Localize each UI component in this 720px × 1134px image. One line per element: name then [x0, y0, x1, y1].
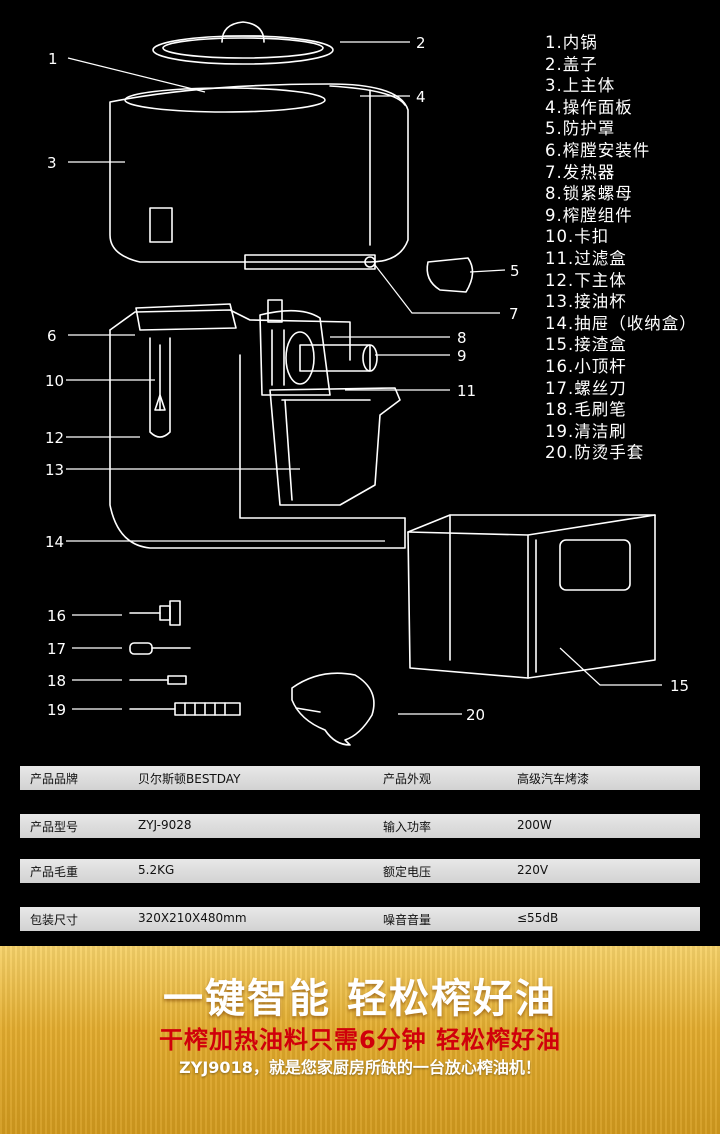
part-item: 15.接渣盒 [545, 335, 627, 355]
spec-row: 包装尺寸 320X210X480mm 噪音音量 ≤55dB [20, 907, 700, 931]
part-item: 6.榨膛安装件 [545, 140, 651, 160]
spec-label: 包装尺寸 [30, 913, 79, 927]
banner-subheadline: 干榨加热油料只需6分钟 轻松榨好油 [158, 1026, 562, 1054]
residue-box-drawing [407, 514, 656, 679]
spec-label: 产品毛重 [30, 865, 79, 879]
spec-value: 220V [517, 863, 549, 877]
callout-17: 17 [47, 640, 66, 658]
spec-value: 5.2KG [138, 863, 175, 877]
spec-label: 额定电压 [383, 865, 432, 879]
callout-16: 16 [47, 607, 66, 625]
screwdriver-drawing [129, 642, 191, 655]
spec-value: 高级汽车烤漆 [517, 772, 590, 786]
promo-banner: 一键智能 轻松榨好油 干榨加热油料只需6分钟 轻松榨好油 ZYJ9018，就是您… [0, 946, 720, 1134]
callout-12: 12 [45, 429, 64, 447]
spec-value: ZYJ-9028 [138, 818, 192, 832]
lid-drawing [152, 21, 334, 65]
part-item: 10.卡扣 [545, 227, 610, 247]
brush-pen-drawing [129, 675, 187, 685]
part-item: 11.过滤盒 [545, 248, 627, 268]
spec-table: 产品品牌 贝尔斯顿BESTDAY 产品外观 高级汽车烤漆 产品型号 ZYJ-90… [0, 760, 720, 945]
spec-label: 输入功率 [383, 820, 432, 834]
spec-value: ≤55dB [517, 911, 559, 925]
callout-13: 13 [45, 461, 64, 479]
part-item: 1.内锅 [545, 33, 598, 52]
spec-label: 噪音音量 [383, 913, 432, 927]
parts-list: 1.内锅 2.盖子 3.上主体 4.操作面板 5.防护罩 6.榨膛安装件 7.发… [545, 32, 697, 464]
auger-chamber-drawing [259, 299, 378, 396]
cleaning-brush-drawing [129, 702, 241, 716]
callout-19: 19 [47, 701, 66, 719]
callout-8: 8 [457, 329, 467, 347]
lower-body-drawing [109, 303, 406, 549]
callout-14: 14 [45, 533, 64, 551]
callout-4: 4 [416, 88, 426, 106]
spec-label: 产品品牌 [30, 772, 79, 786]
part-item: 5.防护罩 [545, 119, 616, 139]
glove-drawing [291, 672, 375, 746]
callout-10: 10 [45, 372, 64, 390]
callout-6: 6 [47, 327, 57, 345]
filter-cup-drawing [269, 387, 401, 506]
part-item: 3.上主体 [545, 76, 616, 96]
push-rod-drawing [129, 600, 181, 626]
part-item: 12.下主体 [545, 270, 627, 290]
part-item: 9.榨膛组件 [545, 205, 633, 225]
upper-body-drawing [109, 83, 409, 270]
callout-2: 2 [416, 34, 426, 52]
part-item: 4.操作面板 [545, 97, 633, 117]
spec-label: 产品外观 [383, 772, 432, 786]
callout-11: 11 [457, 382, 476, 400]
exploded-parts-diagram: 1 2 3 4 5 6 7 8 9 10 11 12 13 14 15 16 1… [45, 21, 689, 746]
callout-20: 20 [466, 706, 485, 724]
guard-drawing [426, 257, 474, 293]
spec-label: 产品型号 [30, 820, 79, 834]
callout-18: 18 [47, 672, 66, 690]
spec-row: 产品品牌 贝尔斯顿BESTDAY 产品外观 高级汽车烤漆 [20, 766, 700, 790]
banner-tagline: ZYJ9018，就是您家厨房所缺的一台放心榨油机！ [179, 1058, 541, 1077]
part-item: 16.小顶杆 [545, 356, 627, 376]
spec-value: 320X210X480mm [138, 911, 247, 925]
part-item: 2.盖子 [545, 54, 598, 74]
callout-9: 9 [457, 347, 467, 365]
spec-value: 贝尔斯顿BESTDAY [138, 772, 241, 786]
leader-lines [66, 41, 662, 715]
part-item: 19.清洁刷 [545, 421, 627, 441]
spec-row: 产品型号 ZYJ-9028 输入功率 200W [20, 814, 700, 838]
spec-row: 产品毛重 5.2KG 额定电压 220V [20, 859, 700, 883]
part-item: 18.毛刷笔 [545, 400, 627, 420]
callout-3: 3 [47, 154, 57, 172]
callout-1: 1 [48, 50, 58, 68]
part-item: 14.抽屉（收纳盒） [545, 313, 697, 333]
part-item: 13.接油杯 [545, 292, 627, 312]
callout-7: 7 [509, 305, 519, 323]
callout-5: 5 [510, 262, 520, 280]
part-item: 17.螺丝刀 [545, 378, 627, 398]
part-item: 8.锁紧螺母 [545, 184, 633, 204]
part-item: 7.发热器 [545, 162, 616, 182]
banner-headline: 一键智能 轻松榨好油 [163, 976, 557, 1022]
callout-15: 15 [670, 677, 689, 695]
spec-value: 200W [517, 818, 552, 832]
part-item: 20.防烫手套 [545, 443, 645, 463]
